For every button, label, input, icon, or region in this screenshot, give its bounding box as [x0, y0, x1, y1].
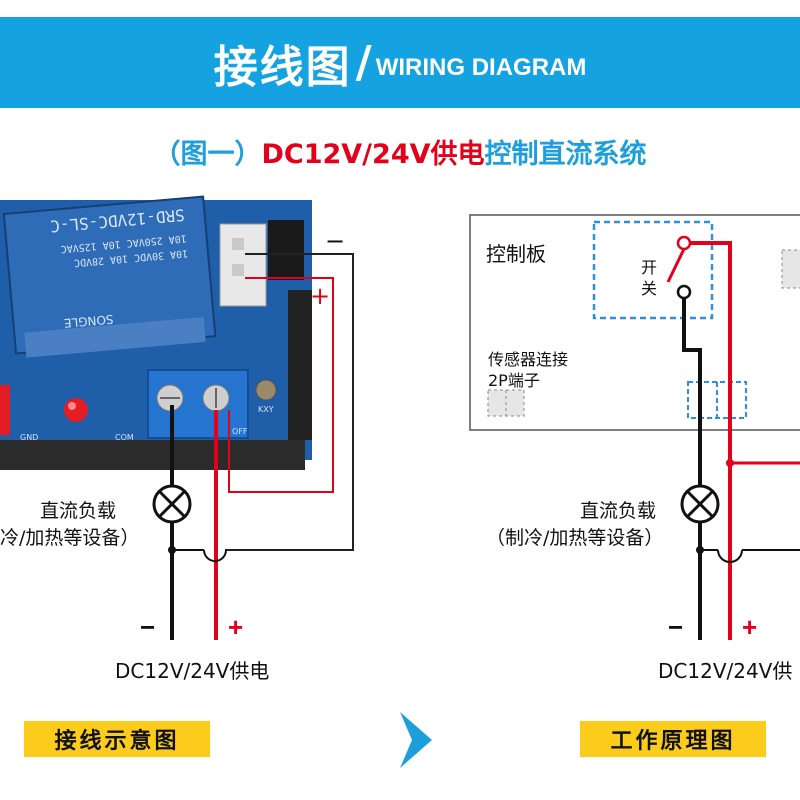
- wire-crossover: [203, 549, 227, 562]
- wire-red-board-plus: [228, 277, 334, 493]
- pin-kxy: KXY: [258, 405, 274, 414]
- junction-dot-right: [696, 546, 704, 554]
- left-load-label: 直流负载: [40, 500, 117, 522]
- load-lamp-left: [152, 484, 192, 524]
- right-load-note: （制冷/加热等设备）: [486, 527, 664, 549]
- wire-red-right: [690, 241, 732, 640]
- diagram-subtitle: （图一）DC12V/24V供电控制直流系统: [0, 132, 800, 171]
- working-principle-button[interactable]: 工作原理图: [580, 721, 766, 757]
- switch-contact-top: [676, 235, 692, 251]
- load-lamp-right: [680, 484, 720, 524]
- relay-dashed-box: [592, 220, 714, 320]
- control-board-label: 控制板: [486, 242, 546, 266]
- header-banner: 接线图 / WIRING DIAGRAM: [0, 17, 800, 108]
- led-highlight: [68, 402, 76, 410]
- junction-dot-red: [726, 459, 734, 467]
- switch-contact-bottom: [676, 284, 692, 300]
- left-plus-sign: +: [228, 612, 244, 642]
- wire-crossover-right: [717, 549, 743, 563]
- relay-base: [24, 316, 206, 358]
- capacitor: [255, 379, 277, 401]
- schematic: [469, 214, 800, 640]
- control-board-box: [469, 214, 800, 431]
- wire-black-board-minus: [225, 253, 354, 551]
- wiring-schematic-button[interactable]: 接线示意图: [24, 721, 210, 757]
- left-wiring: [152, 253, 354, 640]
- relay-brand: SONGLE: [63, 312, 114, 330]
- pin-gnd: GND: [20, 433, 38, 442]
- left-minus-sign: −: [140, 612, 156, 642]
- right-load-label: 直流负载: [580, 500, 657, 522]
- subtitle-prefix: （图一）: [153, 139, 262, 170]
- connector-pin: [232, 238, 244, 250]
- board-base: [0, 440, 305, 470]
- board-terminal-minus: −: [325, 227, 346, 255]
- status-led: [64, 398, 88, 422]
- subtitle-rest: 控制直流系统: [484, 139, 647, 170]
- right-plus-sign: +: [742, 612, 758, 642]
- right-minus-sign: −: [668, 612, 684, 642]
- left-load-note: 冷/加热等设备）: [0, 527, 140, 549]
- sensor-label: 传感器连接: [488, 350, 569, 369]
- next-arrow-icon: [400, 712, 432, 768]
- controller-board: SRD-12VDC-SL-C 10A 250VAC 10A 125VAC 10A…: [0, 195, 312, 470]
- banner-title-en: WIRING DIAGRAM: [375, 53, 587, 81]
- board-connector: [781, 249, 800, 289]
- switch-label-on: 开: [641, 258, 658, 277]
- relay: SRD-12VDC-SL-C 10A 250VAC 10A 125VAC 10A…: [2, 195, 217, 358]
- banner-title-zh: 接线图: [213, 41, 352, 93]
- banner-separator: /: [355, 37, 372, 88]
- component-block: [288, 290, 312, 440]
- wire-black-right: [682, 298, 702, 640]
- left-supply-label: DC12V/24V供电: [115, 659, 270, 683]
- red-component: [0, 385, 10, 435]
- right-supply-label: DC12V/24V供: [658, 659, 793, 683]
- switch-label-off: 关: [641, 279, 658, 298]
- connector-pin: [232, 264, 244, 276]
- pin-com: COM: [115, 433, 134, 442]
- junction-dot: [168, 546, 176, 554]
- sensor-terminal-label: 2P端子: [488, 371, 540, 390]
- board-terminal-plus: +: [310, 282, 331, 310]
- switch-lever: [666, 248, 686, 283]
- component-block: [268, 220, 304, 280]
- pin-off: OFF: [232, 427, 248, 436]
- subtitle-highlight: DC12V/24V供电: [261, 139, 485, 170]
